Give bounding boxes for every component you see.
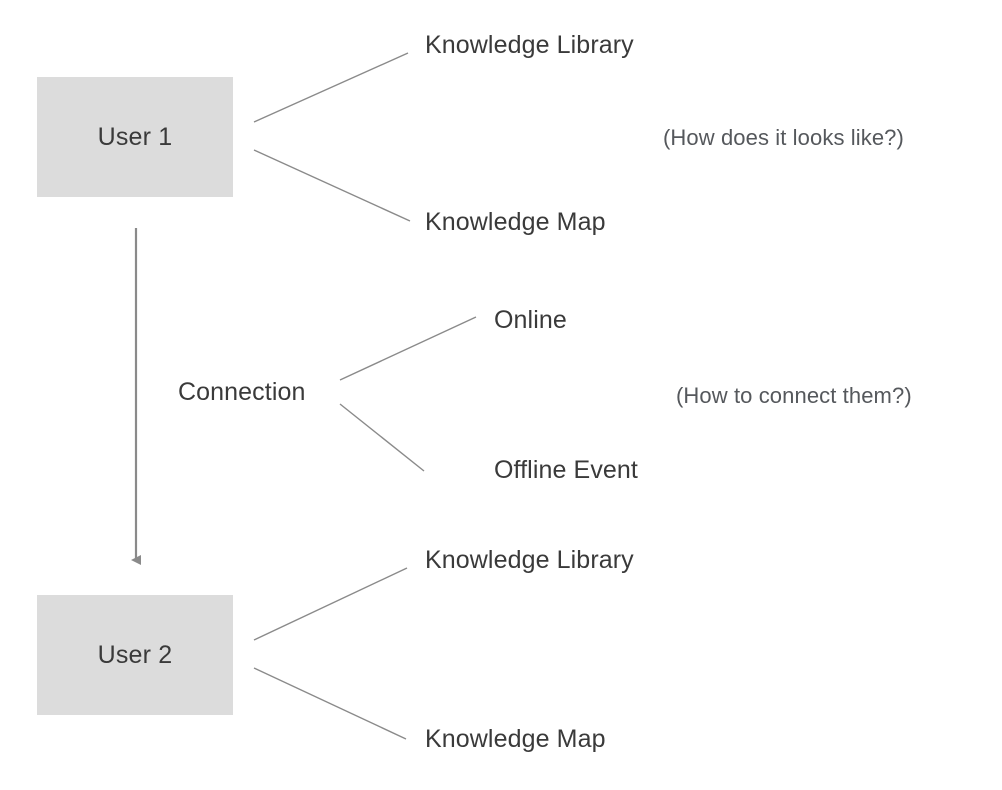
leaf-user2-knowledge-library[interactable]: Knowledge Library xyxy=(425,546,634,574)
note-how-does-it-look: (How does it looks like?) xyxy=(663,125,904,150)
leaf-user1-knowledge-library[interactable]: Knowledge Library xyxy=(425,31,634,59)
edge-user1-knowledge-map xyxy=(253,149,411,222)
leaf-connection-offline-event[interactable]: Offline Event xyxy=(494,456,638,484)
edge-user2-knowledge-map xyxy=(253,667,407,740)
note-how-to-connect: (How to connect them?) xyxy=(676,383,912,408)
leaf-connection-online[interactable]: Online xyxy=(494,306,567,334)
edge-user2-knowledge-library xyxy=(253,567,408,641)
edge-connection-online xyxy=(339,316,477,381)
node-connection[interactable]: Connection xyxy=(178,378,306,406)
node-user-1[interactable]: User 1 xyxy=(37,77,233,197)
node-user-2[interactable]: User 2 xyxy=(37,595,233,715)
edge-user1-knowledge-library xyxy=(253,52,409,123)
leaf-user1-knowledge-map[interactable]: Knowledge Map xyxy=(425,208,606,236)
node-user-1-label: User 1 xyxy=(97,122,173,151)
edge-connection-offline-event xyxy=(339,403,425,472)
node-user-2-label: User 2 xyxy=(97,640,173,669)
leaf-user2-knowledge-map[interactable]: Knowledge Map xyxy=(425,725,606,753)
